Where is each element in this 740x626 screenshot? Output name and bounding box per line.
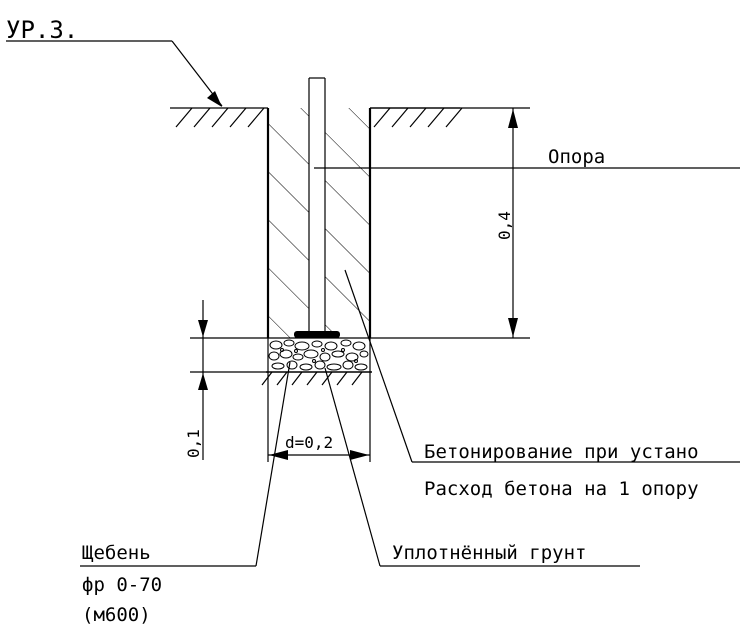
ground-level-mark: УР.З. bbox=[6, 16, 223, 107]
dimension-diameter: d=0,2 bbox=[267, 372, 371, 462]
callout-gravel-text-2: фр 0-70 bbox=[82, 574, 162, 596]
post-base-plate bbox=[294, 331, 340, 338]
ground-surface bbox=[170, 107, 463, 128]
dimension-diameter-text: d=0,2 bbox=[285, 433, 333, 452]
level-mark-arrowhead bbox=[207, 91, 222, 107]
callout-support-text: Опора bbox=[548, 146, 605, 168]
callout-concreting-text: Бетонирование при устано bbox=[424, 441, 699, 463]
callout-compacted-soil-text: Уплотнённый грунт bbox=[392, 542, 586, 564]
gravel-bottom-hatch bbox=[261, 371, 363, 386]
dimension-gravel-text: 0,1 bbox=[184, 429, 203, 458]
support-post bbox=[294, 77, 340, 338]
dimension-depth: 0,4 bbox=[370, 107, 530, 339]
callout-gravel: Щебень фр 0-70 (м600) bbox=[80, 361, 291, 626]
callout-gravel-text-1: Щебень bbox=[82, 542, 151, 564]
level-mark-text: УР.З. bbox=[6, 16, 78, 44]
callout-compacted-soil: Уплотнённый грунт bbox=[324, 367, 640, 567]
dimension-gravel-thickness: 0,1 bbox=[184, 300, 268, 460]
dimension-depth-text: 0,4 bbox=[495, 211, 514, 240]
callout-gravel-text-3: (м600) bbox=[82, 604, 151, 626]
callout-support: Опора bbox=[314, 146, 740, 169]
gravel-layer bbox=[261, 337, 372, 386]
callout-concrete-use-text: Расход бетона на 1 опору bbox=[424, 478, 699, 500]
ground-hatch-right bbox=[373, 107, 463, 128]
ground-hatch-left bbox=[175, 107, 265, 128]
callout-concreting: Бетонирование при устано Расход бетона н… bbox=[344, 269, 740, 500]
